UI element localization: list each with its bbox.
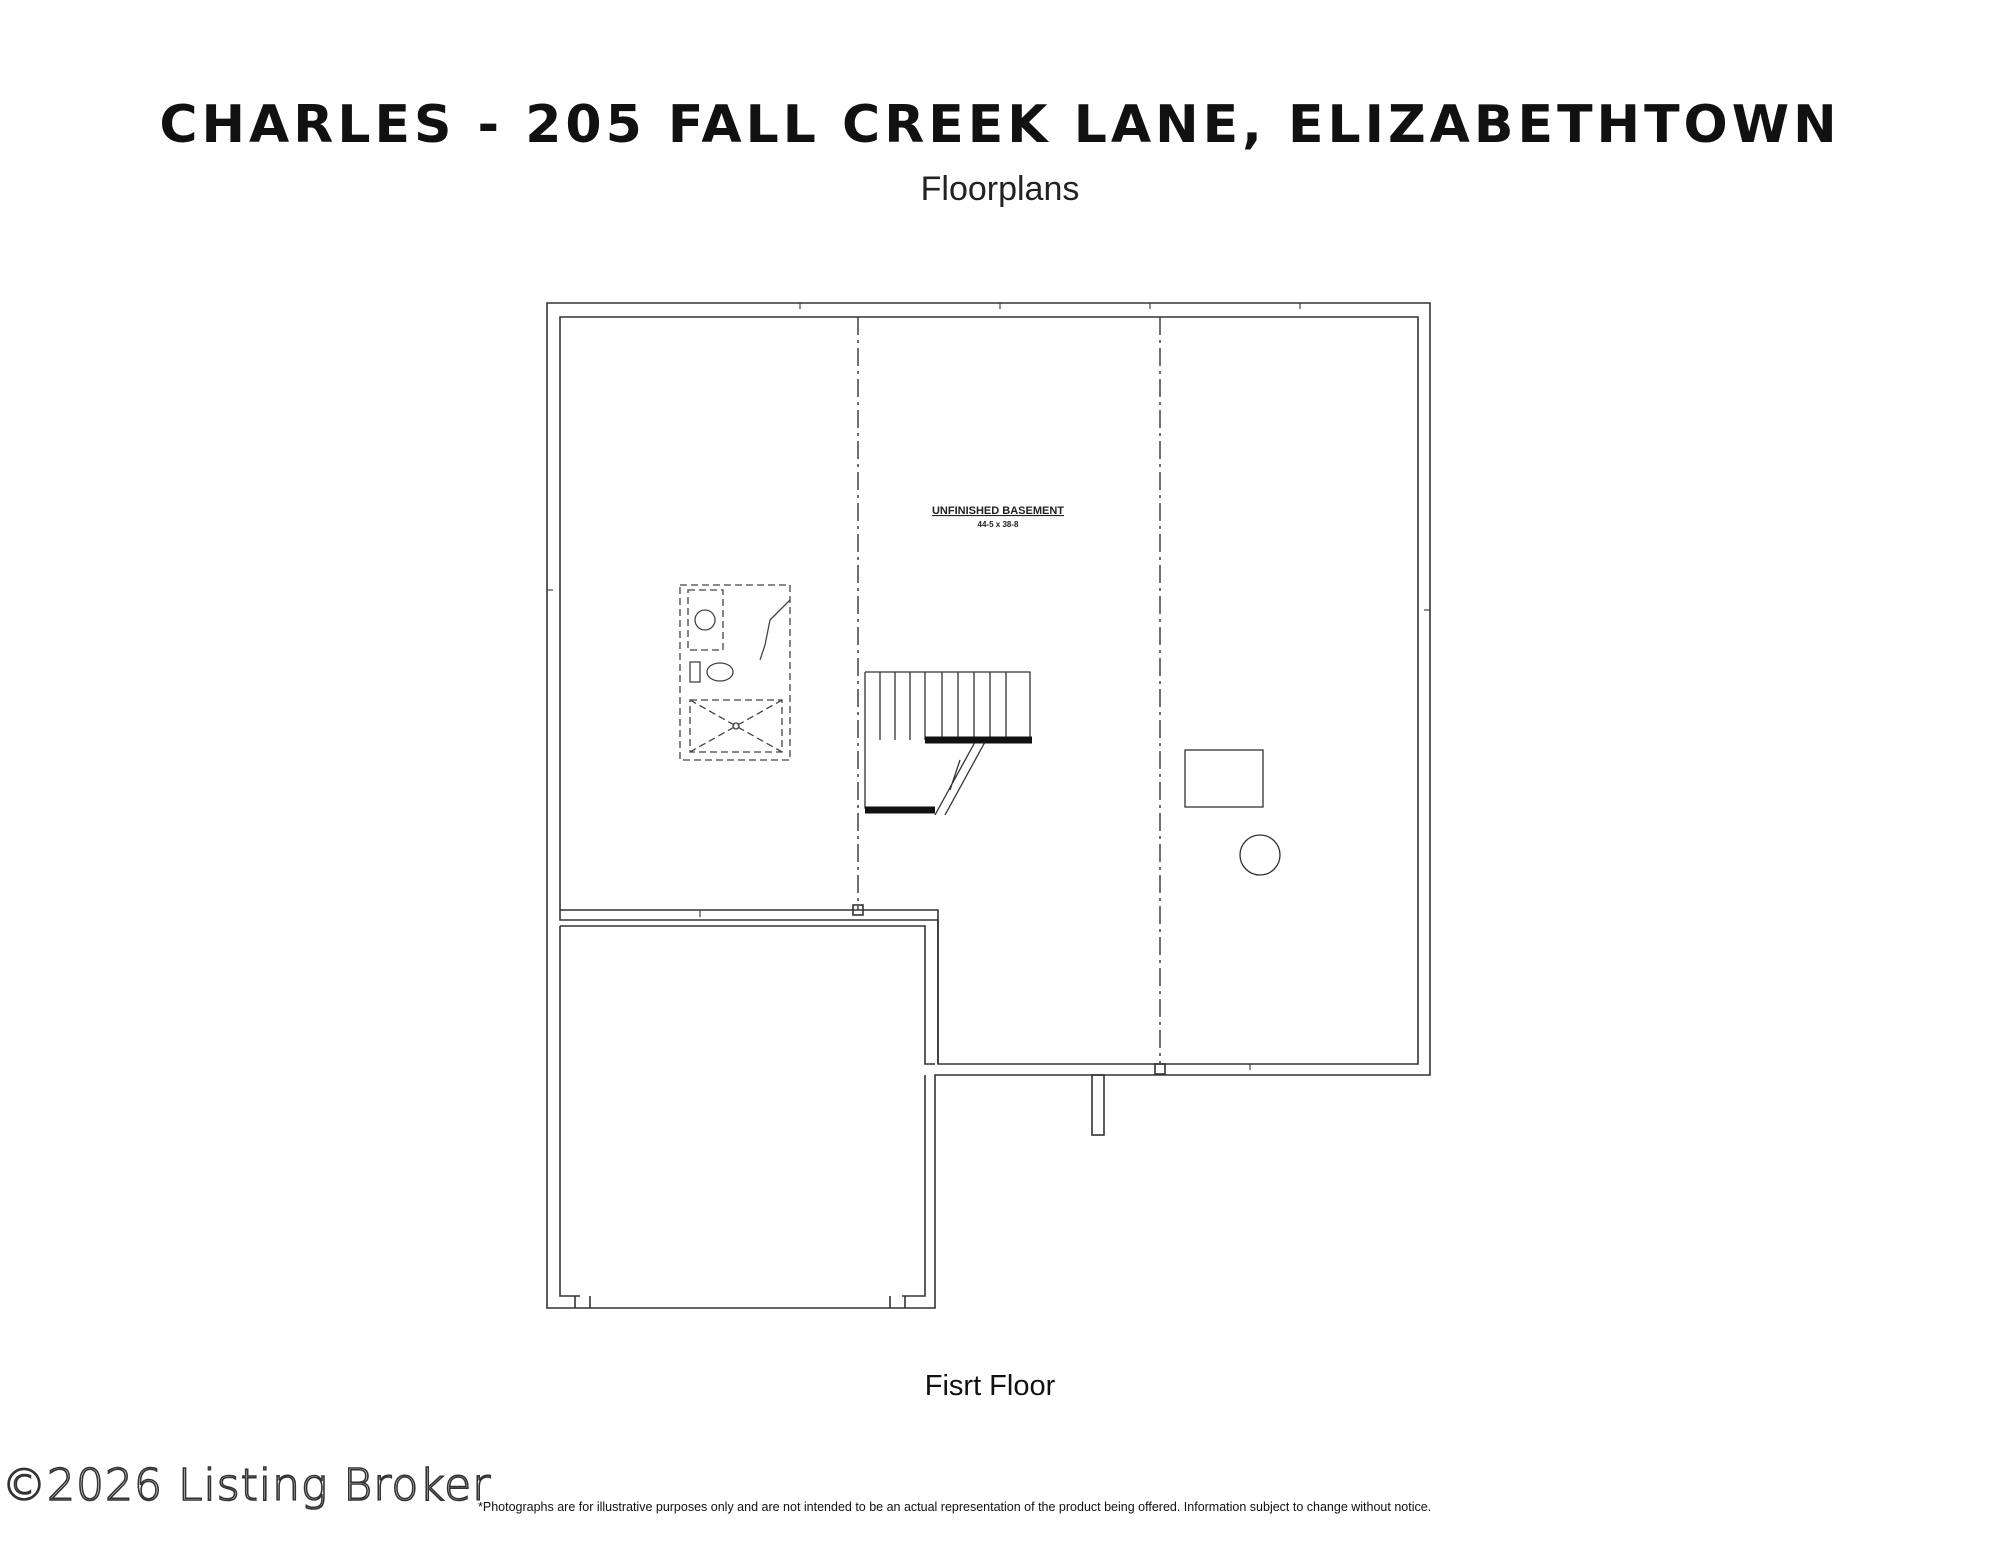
plan-walls [546, 302, 1431, 1309]
garage-door-jamb-right [889, 1296, 906, 1308]
mechanical-equipment [1184, 749, 1281, 876]
water-heater [1239, 834, 1281, 876]
inner-wall [559, 316, 1419, 1065]
page-subtitle: Floorplans [920, 170, 1080, 208]
shower-diagonal-2 [689, 699, 783, 753]
disclaimer-text: *Photographs are for illustrative purpos… [478, 1500, 1432, 1514]
porch-post [1091, 1074, 1105, 1136]
column-marker [852, 904, 864, 916]
room-label: UNFINISHED BASEMENT [932, 505, 1064, 517]
garage-divider-wall [560, 909, 939, 1064]
room-dimensions: 44-5 x 38-8 [978, 520, 1019, 529]
sink-icon [694, 609, 716, 631]
stair-winder [934, 741, 986, 816]
bathroom-symbols [689, 599, 791, 730]
furnace-unit [1184, 749, 1264, 808]
bathroom-door-swing [759, 599, 791, 661]
stair-railings [865, 736, 1032, 814]
toilet-bowl-icon [706, 662, 734, 682]
page-title: CHARLES - 205 FALL CREEK LANE, ELIZABETH… [159, 95, 1841, 155]
garage-door-jamb-left [574, 1296, 591, 1308]
bathroom-outline [679, 584, 791, 761]
bathroom-shower [689, 699, 783, 753]
shower-diagonal-1 [689, 699, 783, 753]
shower-drain-icon [732, 722, 740, 730]
bathroom-vanity [687, 589, 724, 651]
outer-wall [546, 302, 1431, 1309]
toilet-tank-icon [689, 661, 701, 683]
listing-watermark: ©2026 Listing Broker [1, 1459, 492, 1512]
beam-lines [857, 317, 1161, 1064]
floor-caption: Fisrt Floor [924, 1370, 1056, 1402]
garage-outline [559, 925, 935, 1297]
column-marker-2 [1154, 1063, 1166, 1075]
bathroom-fixtures [679, 584, 791, 761]
wall-marks [547, 303, 1430, 1070]
